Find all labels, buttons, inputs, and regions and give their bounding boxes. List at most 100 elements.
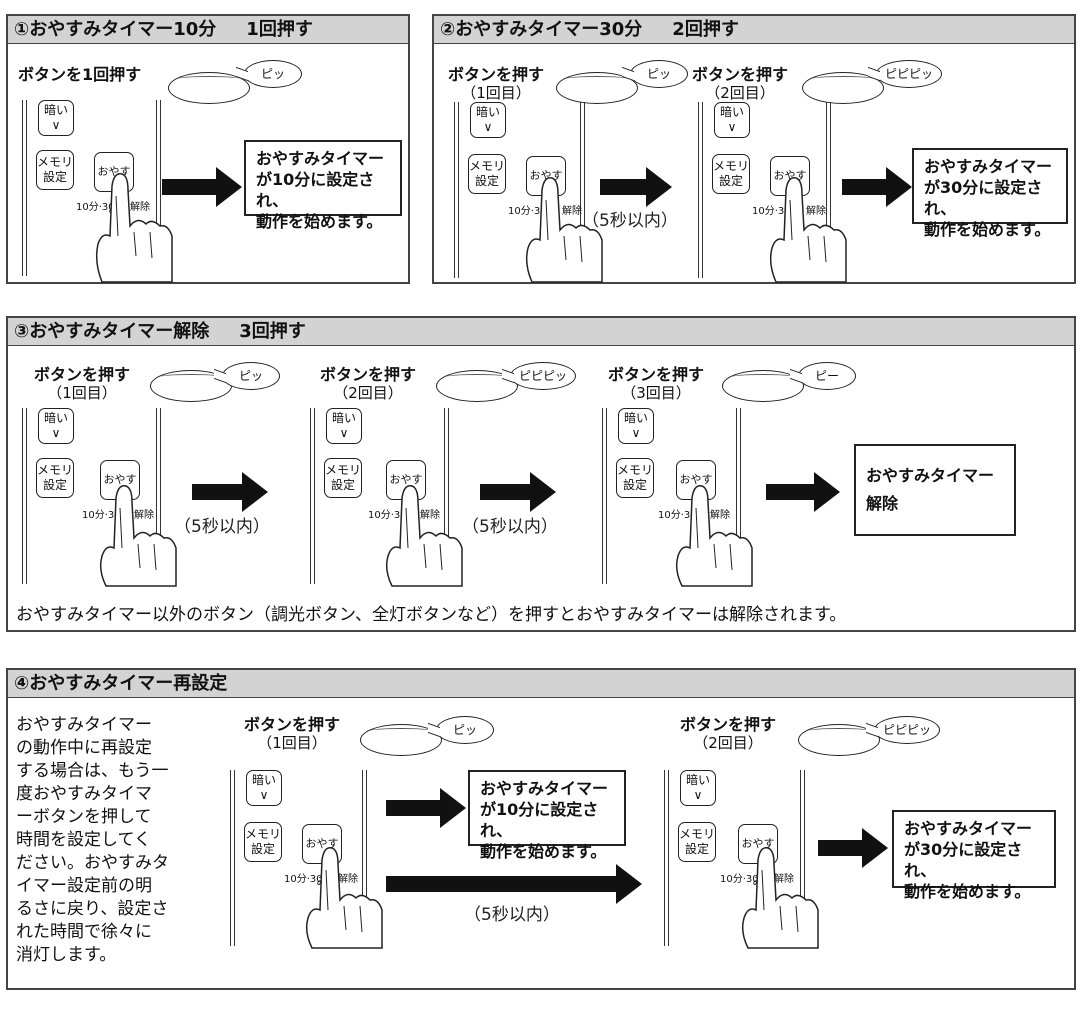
remote-edge [444, 408, 449, 584]
timer-label: 10分·30 [720, 874, 759, 885]
finger-press-icon [675, 485, 753, 587]
memory-button[interactable]: メモリ設定 [712, 154, 750, 194]
memory-button[interactable]: メモリ設定 [616, 458, 654, 498]
arrow-right-icon [386, 864, 642, 904]
beep-bubble: ピピピッ [874, 716, 940, 744]
beep-bubble: ピッ [630, 60, 688, 88]
panel-title: ②おやすみタイマー30分 [440, 19, 643, 40]
panel-title: ①おやすみタイマー10分 [14, 19, 217, 40]
arrow-right-icon [162, 167, 242, 207]
arrow-right-icon [766, 472, 840, 512]
finger-press-icon [305, 847, 383, 949]
remote-edge [736, 408, 741, 584]
remote-edge [362, 770, 367, 946]
finger-press-icon [741, 847, 819, 949]
cancel-label: 解除 [420, 510, 440, 521]
panel-header: ①おやすみタイマー10分 1回押す [8, 16, 408, 44]
finger-press-icon [95, 173, 173, 283]
within-5sec-note: （5秒以内） [462, 517, 558, 537]
remote-edge [826, 102, 831, 278]
footnote: おやすみタイマー以外のボタン（調光ボタン、全灯ボタンなど）を押すとおやすみタイマ… [16, 605, 847, 625]
result-box: おやすみタイマー が10分に設定され、 動作を始めます。 [244, 140, 402, 231]
arrow-right-icon [600, 167, 672, 207]
arrow-right-icon [818, 828, 888, 868]
finger-press-icon [99, 485, 177, 587]
result-box: おやすみタイマー 解除 [854, 444, 1016, 536]
timer-label: 10分·30 [658, 510, 697, 521]
ceiling-light-icon [168, 72, 250, 104]
remote-edge [310, 408, 315, 584]
finger-press-icon [525, 177, 603, 283]
dark-button[interactable]: 暗い∨ [618, 408, 654, 444]
within-5sec-note: （5秒以内） [174, 517, 270, 537]
memory-button[interactable]: メモリ設定 [324, 458, 362, 498]
timer-label: 10分·30 [284, 874, 323, 885]
dark-button[interactable]: 暗い∨ [246, 770, 282, 806]
timer-label: 10分·30 [368, 510, 407, 521]
panel-title: ④おやすみタイマー再設定 [14, 673, 228, 694]
push-label: ボタンを押す（3回目） [608, 365, 705, 403]
beep-bubble: ピッ [244, 60, 302, 88]
arrow-right-icon [842, 167, 912, 207]
chevron-down-icon: ∨ [51, 426, 61, 440]
push-label: ボタンを押す（1回目） [244, 715, 341, 753]
ceiling-light-icon [360, 724, 442, 756]
dark-button[interactable]: 暗い∨ [714, 102, 750, 138]
remote-edge [22, 100, 27, 276]
memory-button[interactable]: メモリ設定 [678, 822, 716, 862]
memory-button[interactable]: メモリ設定 [36, 150, 74, 190]
chevron-down-icon: ∨ [727, 120, 737, 134]
timer-label: 10分·30 [76, 202, 115, 213]
panel-subtitle: 3回押す [239, 321, 306, 342]
chevron-down-icon: ∨ [483, 120, 493, 134]
beep-bubble: ピー [798, 362, 856, 390]
ceiling-light-icon [436, 370, 518, 402]
memory-button[interactable]: メモリ設定 [36, 458, 74, 498]
panel-header: ③おやすみタイマー解除 3回押す [8, 318, 1074, 346]
remote-edge [454, 102, 459, 278]
cancel-label: 解除 [562, 206, 582, 217]
beep-bubble: ピピピッ [876, 60, 942, 88]
cancel-label: 解除 [710, 510, 730, 521]
ceiling-light-icon [150, 370, 232, 402]
chevron-down-icon: ∨ [339, 426, 349, 440]
dark-button[interactable]: 暗い∨ [38, 408, 74, 444]
chevron-down-icon: ∨ [693, 788, 703, 802]
chevron-down-icon: ∨ [631, 426, 641, 440]
within-5sec-note: （5秒以内） [464, 905, 560, 925]
dark-button[interactable]: 暗い∨ [38, 100, 74, 136]
dark-button[interactable]: 暗い∨ [680, 770, 716, 806]
timer-label: 10分·30 [508, 206, 547, 217]
remote-edge [664, 770, 669, 946]
push-label: ボタンを押す（2回目） [680, 715, 777, 753]
push-label: ボタンを押す（2回目） [692, 65, 789, 103]
dark-button[interactable]: 暗い∨ [326, 408, 362, 444]
timer-label: 10分·30 [752, 206, 791, 217]
memory-button[interactable]: メモリ設定 [244, 822, 282, 862]
beep-bubble: ピピピッ [510, 362, 576, 390]
chevron-down-icon: ∨ [259, 788, 269, 802]
beep-bubble: ピッ [222, 362, 280, 390]
arrow-right-icon [480, 472, 556, 512]
push-label: ボタンを押す（1回目） [34, 365, 131, 403]
cancel-label: 解除 [806, 206, 826, 217]
finger-press-icon [385, 485, 463, 587]
oyasumi-button[interactable]: おやすみ [676, 460, 716, 524]
push-label: ボタンを押す（2回目） [320, 365, 417, 403]
cancel-label: 解除 [338, 874, 358, 885]
result-box: おやすみタイマー が10分に設定され、 動作を始めます。 [468, 770, 626, 861]
timer-label: 10分·30 [82, 510, 121, 521]
dark-button[interactable]: 暗い∨ [470, 102, 506, 138]
memory-button[interactable]: メモリ設定 [468, 154, 506, 194]
reset-description: おやすみタイマー の動作中に再設定 する場合は、もう一 度おやすみタイマ ーボタ… [16, 715, 169, 965]
push-label: ボタンを押す（1回目） [448, 65, 545, 103]
panel-subtitle: 1回押す [246, 19, 313, 40]
finger-press-icon [769, 177, 847, 283]
panel-title: ③おやすみタイマー解除 [14, 321, 210, 342]
remote-edge [156, 100, 161, 276]
